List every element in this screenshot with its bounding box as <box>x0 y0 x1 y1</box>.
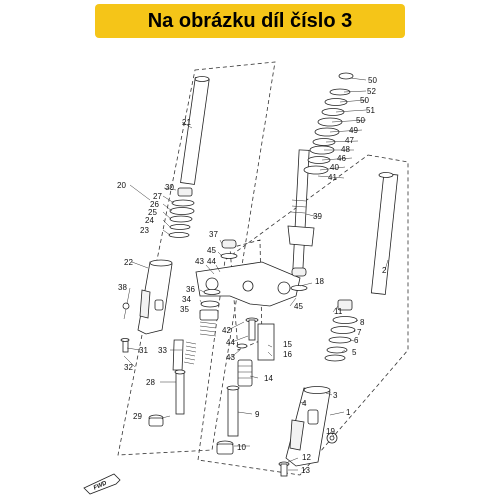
callout-1: 1 <box>346 408 351 417</box>
part-2-inner-tube <box>370 172 399 295</box>
part-28-damper-rod <box>174 369 186 415</box>
callout-3: 3 <box>333 391 338 400</box>
part-40-52-bearing-stack <box>303 72 354 175</box>
svg-text:FWD: FWD <box>93 480 109 491</box>
callout-9: 9 <box>255 410 260 419</box>
callout-42: 42 <box>222 326 231 335</box>
callout-10: 10 <box>237 443 246 452</box>
callout-44: 44 <box>207 257 216 266</box>
callout-4: 4 <box>302 399 307 408</box>
part-lower-bracket <box>195 261 301 307</box>
callout-22: 22 <box>124 258 133 267</box>
callout-46: 46 <box>337 154 346 163</box>
callout-23: 23 <box>140 226 149 235</box>
part-37-45-caps <box>220 239 308 291</box>
callout-26: 26 <box>150 200 159 209</box>
part-30-27-26-seal-stack <box>168 187 195 238</box>
part-11-8-7-6-5-seals <box>324 299 358 362</box>
callout-11: 11 <box>334 307 343 316</box>
part-36-34-35-seals <box>199 289 221 337</box>
callout-41: 41 <box>328 173 337 182</box>
fwd-arrow: FWD <box>83 473 121 495</box>
callout-25: 25 <box>148 208 157 217</box>
callout-47: 47 <box>345 136 354 145</box>
callout-30: 30 <box>165 183 174 192</box>
part-19-washer <box>326 432 338 444</box>
title-banner: Na obrázku díl číslo 3 <box>95 4 405 38</box>
callout-29: 29 <box>133 412 142 421</box>
callout-28: 28 <box>146 378 155 387</box>
callout-leaders-bottom <box>123 355 345 471</box>
callout-6: 6 <box>354 336 359 345</box>
part-38-clip <box>122 302 130 320</box>
callout-37: 37 <box>209 230 218 239</box>
callout-14: 14 <box>264 374 273 383</box>
callout-49: 49 <box>349 126 358 135</box>
callout-43: 43 <box>226 353 235 362</box>
part-15-16-spring <box>257 323 275 361</box>
callout-5: 5 <box>352 348 357 357</box>
callout-43: 43 <box>195 257 204 266</box>
callout-8: 8 <box>360 318 365 327</box>
callout-33: 33 <box>158 346 167 355</box>
part-9-rod <box>226 385 240 437</box>
callout-7: 7 <box>357 328 362 337</box>
callout-32: 32 <box>124 363 133 372</box>
part-3-outer-tube <box>285 386 331 467</box>
inner-group-outline <box>229 239 263 351</box>
part-29-oil-lock <box>148 414 164 427</box>
callout-16: 16 <box>283 350 292 359</box>
callout-50: 50 <box>360 96 369 105</box>
callout-19: 19 <box>326 427 335 436</box>
callout-34: 34 <box>182 295 191 304</box>
callout-leaders-low <box>126 239 359 359</box>
callout-24: 24 <box>145 216 154 225</box>
callout-44: 44 <box>226 338 235 347</box>
callout-51: 51 <box>366 106 375 115</box>
callout-31: 31 <box>139 346 148 355</box>
callout-13: 13 <box>301 466 310 475</box>
callout-50: 50 <box>356 116 365 125</box>
part-32-drain-bolt <box>120 338 130 353</box>
callout-40: 40 <box>330 163 339 172</box>
callout-45: 45 <box>207 246 216 255</box>
part-22-outer-tube <box>137 259 173 335</box>
part-42-44-43-bolts <box>236 317 259 349</box>
callout-52: 52 <box>367 87 376 96</box>
callout-45: 45 <box>294 302 303 311</box>
callout-15: 15 <box>283 340 292 349</box>
title-text: Na obrázku díl číslo 3 <box>147 9 353 32</box>
callout-21: 21 <box>182 118 191 127</box>
callout-48: 48 <box>341 145 350 154</box>
part-21-inner-tube <box>180 76 210 185</box>
part-13-drain-bolt <box>278 461 290 477</box>
callout-18: 18 <box>315 277 324 286</box>
callout-50: 50 <box>368 76 377 85</box>
callout-2: 2 <box>382 266 387 275</box>
callout-27: 27 <box>153 192 162 201</box>
callout-39: 39 <box>313 212 322 221</box>
callout-leaders-mid <box>129 121 389 271</box>
callout-leaders-top <box>317 77 367 179</box>
callout-12: 12 <box>302 453 311 462</box>
part-33-spring <box>172 339 197 371</box>
callout-36: 36 <box>186 285 195 294</box>
part-10-base <box>216 440 234 455</box>
callout-38: 38 <box>118 283 127 292</box>
callout-20: 20 <box>117 181 126 190</box>
callout-35: 35 <box>180 305 189 314</box>
part-14-damper <box>237 359 253 387</box>
